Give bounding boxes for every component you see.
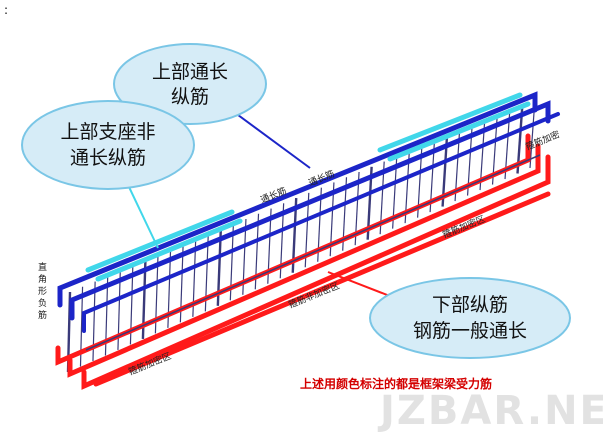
callout-line: 上部支座非 xyxy=(60,121,155,143)
callout-top-continuous: 上部通长 纵筋 xyxy=(113,43,311,169)
callout-top-support: 上部支座非 通长纵筋 xyxy=(21,100,195,249)
callout-line: 钢筋一般通长 xyxy=(413,320,527,342)
callout-line: 纵筋 xyxy=(171,86,209,108)
callout-bottom: 下部纵筋 钢筋一般通长 xyxy=(327,271,571,359)
corner-hook-char: 负 xyxy=(38,297,47,309)
callout-line: 上部通长 xyxy=(152,61,228,83)
callout-bubble xyxy=(21,100,195,190)
corner-mark: : xyxy=(4,3,8,17)
corner-hook-char: 直 xyxy=(38,261,47,273)
watermark: JZBAR.NET xyxy=(377,388,603,434)
callout-bubble xyxy=(369,277,571,359)
callout-line: 通长纵筋 xyxy=(70,147,146,169)
corner-hook-char: 角 xyxy=(38,273,47,285)
callout-line: 下部纵筋 xyxy=(432,294,508,316)
corner-hook-char: 形 xyxy=(38,285,47,297)
top-support-bars xyxy=(85,92,531,282)
label-tongchangjin-2: 通长筋 xyxy=(307,168,337,189)
caption: 上述用颜色标注的都是框架梁受力筋 xyxy=(300,376,492,391)
callout-bubble xyxy=(113,43,267,125)
stirrup-ties xyxy=(85,154,541,351)
top-continuous-bars xyxy=(57,91,560,333)
label-stirrup-dense-end: 箍筋加密 xyxy=(524,128,562,153)
corner-hook-char: 筋 xyxy=(38,309,47,321)
corner-hook-label: 直 角 形 负 筋 xyxy=(38,261,47,321)
